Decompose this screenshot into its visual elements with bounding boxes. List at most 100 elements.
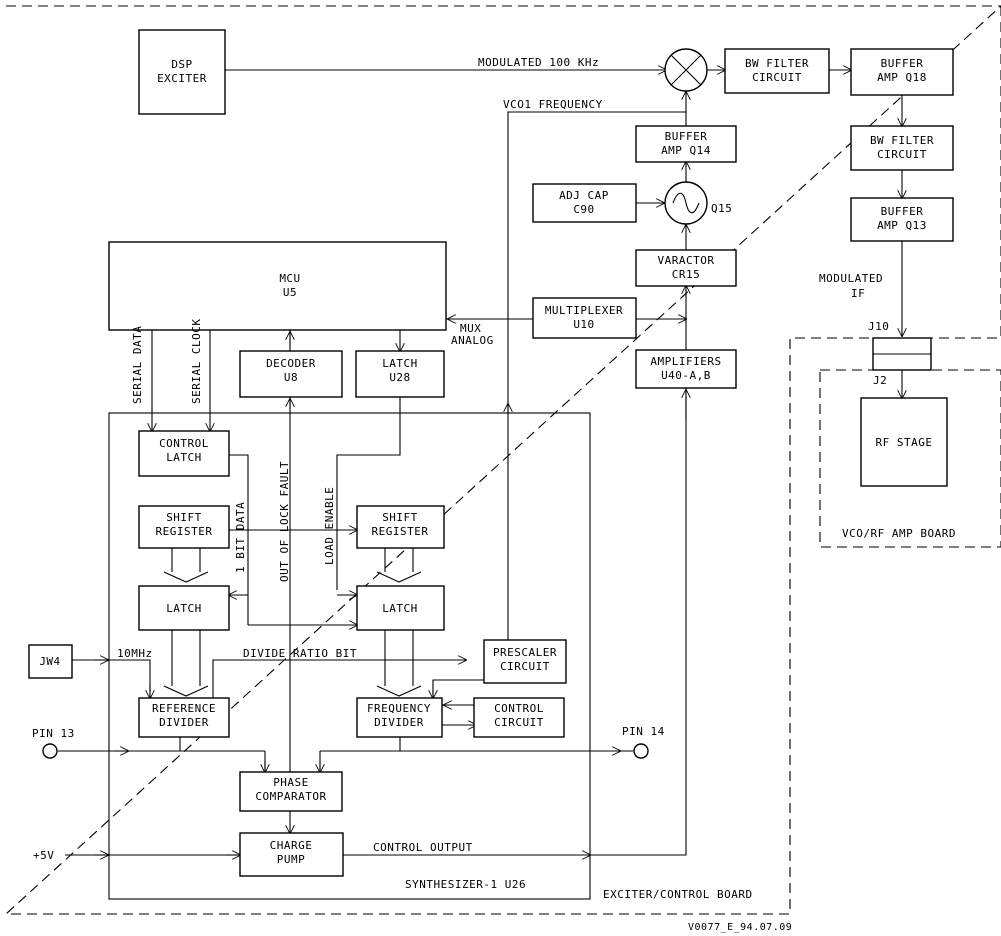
label-modulated-if-1: MODULATED: [819, 272, 883, 285]
mcu-line1: MCU: [279, 272, 300, 285]
label-control-output: CONTROL OUTPUT: [373, 841, 473, 854]
shift-register-2-block: SHIFT REGISTER: [356, 505, 445, 549]
exciter-board-outline: [4, 5, 1001, 915]
bw1-line1: BW FILTER: [745, 57, 809, 70]
shift2-line1: SHIFT: [382, 511, 418, 524]
bw2-line2: CIRCUIT: [877, 148, 927, 161]
ctrlcircuit-line1: CONTROL: [494, 702, 544, 715]
label-pin14: PIN 14: [622, 725, 665, 738]
amps-line1: AMPLIFIERS: [650, 355, 721, 368]
adjcap-line1: ADJ CAP: [559, 189, 609, 202]
dsp-exciter-block: DSP EXCITER: [138, 29, 226, 115]
wires: [58, 70, 902, 855]
phase-line2: COMPARATOR: [255, 790, 326, 803]
jw4-block: JW4: [28, 644, 73, 679]
dsp-line1: DSP: [171, 58, 192, 71]
varactor-block: VARACTOR CR15: [635, 249, 737, 287]
buffer-q14-block: BUFFER AMP Q14: [635, 125, 737, 163]
multiplexer-block: MULTIPLEXER U10: [532, 297, 637, 339]
label-figure-id: V0077_E_94.07.09: [688, 922, 792, 933]
varactor-line2: CR15: [672, 268, 701, 281]
label-analog: ANALOG: [451, 334, 494, 347]
phase-comparator-block: PHASE COMPARATOR: [239, 771, 343, 812]
amplifiers-block: AMPLIFIERS U40-A,B: [635, 349, 737, 389]
bw-filter-2-block: BW FILTER CIRCUIT: [850, 125, 954, 171]
latch-1-block: LATCH: [138, 585, 230, 631]
varactor-line1: VARACTOR: [658, 254, 715, 267]
latch-2-block: LATCH: [356, 585, 445, 631]
dsp-line2: EXCITER: [157, 72, 207, 85]
label-out-of-lock-fault: OUT OF LOCK FAULT: [278, 461, 291, 582]
label-q15: Q15: [711, 202, 732, 215]
label-j10: J10: [868, 320, 889, 333]
freqdiv-line1: FREQUENCY: [367, 702, 431, 715]
label-mux: MUX: [460, 322, 481, 335]
control-latch-block: CONTROL LATCH: [138, 430, 230, 477]
charge-line1: CHARGE: [270, 839, 313, 852]
decoder-block: DECODER U8: [239, 350, 343, 398]
ctrllatch-line2: LATCH: [166, 451, 202, 464]
latch28-line2: U28: [389, 371, 410, 384]
label-j2: J2: [873, 374, 887, 387]
label-plus5v: +5V: [33, 849, 54, 862]
refdiv-line2: DIVIDER: [159, 716, 209, 729]
shift2-line2: REGISTER: [372, 525, 429, 538]
buffer-q18-block: BUFFER AMP Q18: [850, 48, 954, 96]
phase-line1: PHASE: [273, 776, 309, 789]
latch2-label: LATCH: [382, 602, 418, 615]
latch-u28-block: LATCH U28: [355, 350, 445, 398]
buf13-line2: AMP Q13: [877, 219, 927, 232]
freqdiv-line2: DIVIDER: [374, 716, 424, 729]
shift1-line2: REGISTER: [156, 525, 213, 538]
rfstage-label: RF STAGE: [876, 436, 933, 449]
label-load-enable: LOAD ENABLE: [323, 487, 336, 565]
label-divide-ratio-bit: DIVIDE RATIO BIT: [243, 647, 357, 660]
pin13-terminal: [42, 743, 58, 759]
decoder-line1: DECODER: [266, 357, 316, 370]
ctrllatch-line1: CONTROL: [159, 437, 209, 450]
prescaler-line2: CIRCUIT: [500, 660, 550, 673]
latch28-line1: LATCH: [382, 357, 418, 370]
adjcap-line2: C90: [573, 203, 594, 216]
label-exciter-board: EXCITER/CONTROL BOARD: [603, 888, 753, 901]
label-vco-board: VCO/RF AMP BOARD: [842, 527, 956, 540]
buffer-q13-block: BUFFER AMP Q13: [850, 197, 954, 242]
mux-line2: U10: [573, 318, 594, 331]
synthesizer-outline: [108, 412, 591, 900]
label-pin13: PIN 13: [32, 727, 75, 740]
shift-register-1-block: SHIFT REGISTER: [138, 505, 230, 549]
adj-cap-block: ADJ CAP C90: [532, 183, 637, 223]
buf13-line1: BUFFER: [881, 205, 924, 218]
charge-line2: PUMP: [277, 853, 306, 866]
mixer-symbol: [664, 48, 708, 92]
reference-divider-block: REFERENCE DIVIDER: [138, 697, 230, 738]
label-serial-clock: SERIAL CLOCK: [190, 319, 203, 404]
buf18-line1: BUFFER: [881, 57, 924, 70]
label-modulated-100khz: MODULATED 100 KHz: [478, 56, 599, 69]
vco-board-outline: [819, 369, 1001, 548]
pin14-terminal: [633, 743, 649, 759]
prescaler-line1: PRESCALER: [493, 646, 557, 659]
label-modulated-if-2: IF: [851, 287, 865, 300]
control-circuit-block: CONTROL CIRCUIT: [473, 697, 565, 738]
mux-line1: MULTIPLEXER: [545, 304, 623, 317]
shift1-line1: SHIFT: [166, 511, 202, 524]
bw1-line2: CIRCUIT: [752, 71, 802, 84]
label-1-bit-data: 1 BIT DATA: [234, 502, 247, 573]
decoder-line2: U8: [284, 371, 298, 384]
label-synthesizer: SYNTHESIZER-1 U26: [405, 878, 526, 891]
mcu-block: MCU U5: [108, 241, 447, 331]
prescaler-block: PRESCALER CIRCUIT: [483, 639, 567, 684]
amps-line2: U40-A,B: [661, 369, 711, 382]
label-vco1-frequency: VCO1 FREQUENCY: [503, 98, 603, 111]
jw4-label: JW4: [39, 655, 60, 668]
buf14-line2: AMP Q14: [661, 144, 711, 157]
mcu-line2: U5: [283, 286, 297, 299]
latch1-label: LATCH: [166, 602, 202, 615]
label-10mhz: 10MHz: [117, 647, 153, 660]
rf-stage-block: RF STAGE: [860, 397, 948, 487]
frequency-divider-block: FREQUENCY DIVIDER: [356, 697, 443, 738]
charge-pump-block: CHARGE PUMP: [239, 832, 344, 877]
buf18-line2: AMP Q18: [877, 71, 927, 84]
